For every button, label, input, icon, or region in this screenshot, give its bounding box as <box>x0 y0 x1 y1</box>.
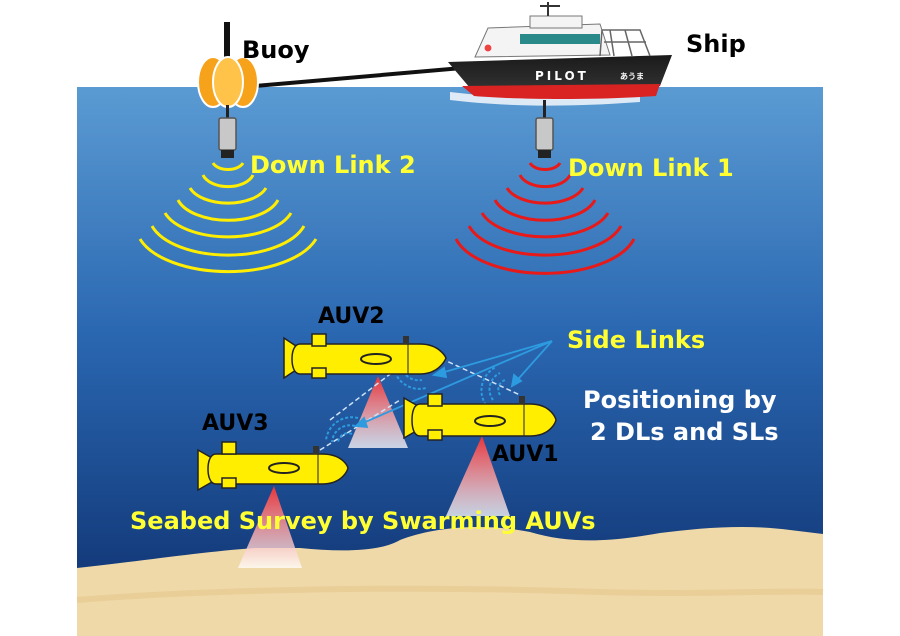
side-links-label: Side Links <box>567 326 705 354</box>
ship-transducer <box>535 117 554 151</box>
auv3-vehicle <box>197 441 349 492</box>
auv2-sonar-beam <box>348 376 408 448</box>
ship-aft-frame <box>599 29 651 57</box>
ship-transducer-tip <box>538 150 551 158</box>
buoy-mast <box>224 22 230 62</box>
buoy-transducer-tip <box>221 150 234 158</box>
ship-lifebuoy <box>483 43 493 53</box>
ship-hull <box>448 55 672 91</box>
positioning-label-line2: 2 DLs and SLs <box>590 418 779 446</box>
ship-cable <box>543 100 546 120</box>
down-link-1-waves <box>454 162 636 275</box>
tether-line <box>254 66 463 88</box>
ship-name: PILOT <box>535 69 589 83</box>
auv1-vehicle <box>403 393 557 441</box>
down-link-2-label: Down Link 2 <box>250 151 416 179</box>
side-links-pointers <box>354 340 553 429</box>
buoy-label: Buoy <box>242 36 310 64</box>
down-link-1-label: Down Link 1 <box>568 154 734 182</box>
buoy <box>197 22 259 158</box>
ship: PILOT あうま <box>448 2 672 158</box>
auv3-label: AUV3 <box>202 411 269 436</box>
ship-mast <box>540 2 560 16</box>
auv2-vehicle <box>283 333 447 380</box>
auv1-label: AUV1 <box>492 442 559 467</box>
down-link-2-waves <box>138 162 318 274</box>
buoy-transducer <box>218 117 237 151</box>
auv3-sonar-beam <box>238 486 302 568</box>
seabed-survey-label: Seabed Survey by Swarming AUVs <box>130 507 596 535</box>
auv1-sonar-beam <box>446 436 510 516</box>
seabed-texture <box>76 585 824 603</box>
buoy-cable <box>226 105 229 119</box>
ship-window-row <box>520 34 600 44</box>
buoy-float-center <box>212 56 244 108</box>
ship-label: Ship <box>686 30 746 58</box>
auv2-label: AUV2 <box>318 304 385 329</box>
ship-bridge <box>529 15 583 29</box>
positioning-label-line1: Positioning by <box>583 386 777 414</box>
ship-mark: あうま <box>620 72 644 81</box>
ship-hull-stripe <box>462 84 660 99</box>
